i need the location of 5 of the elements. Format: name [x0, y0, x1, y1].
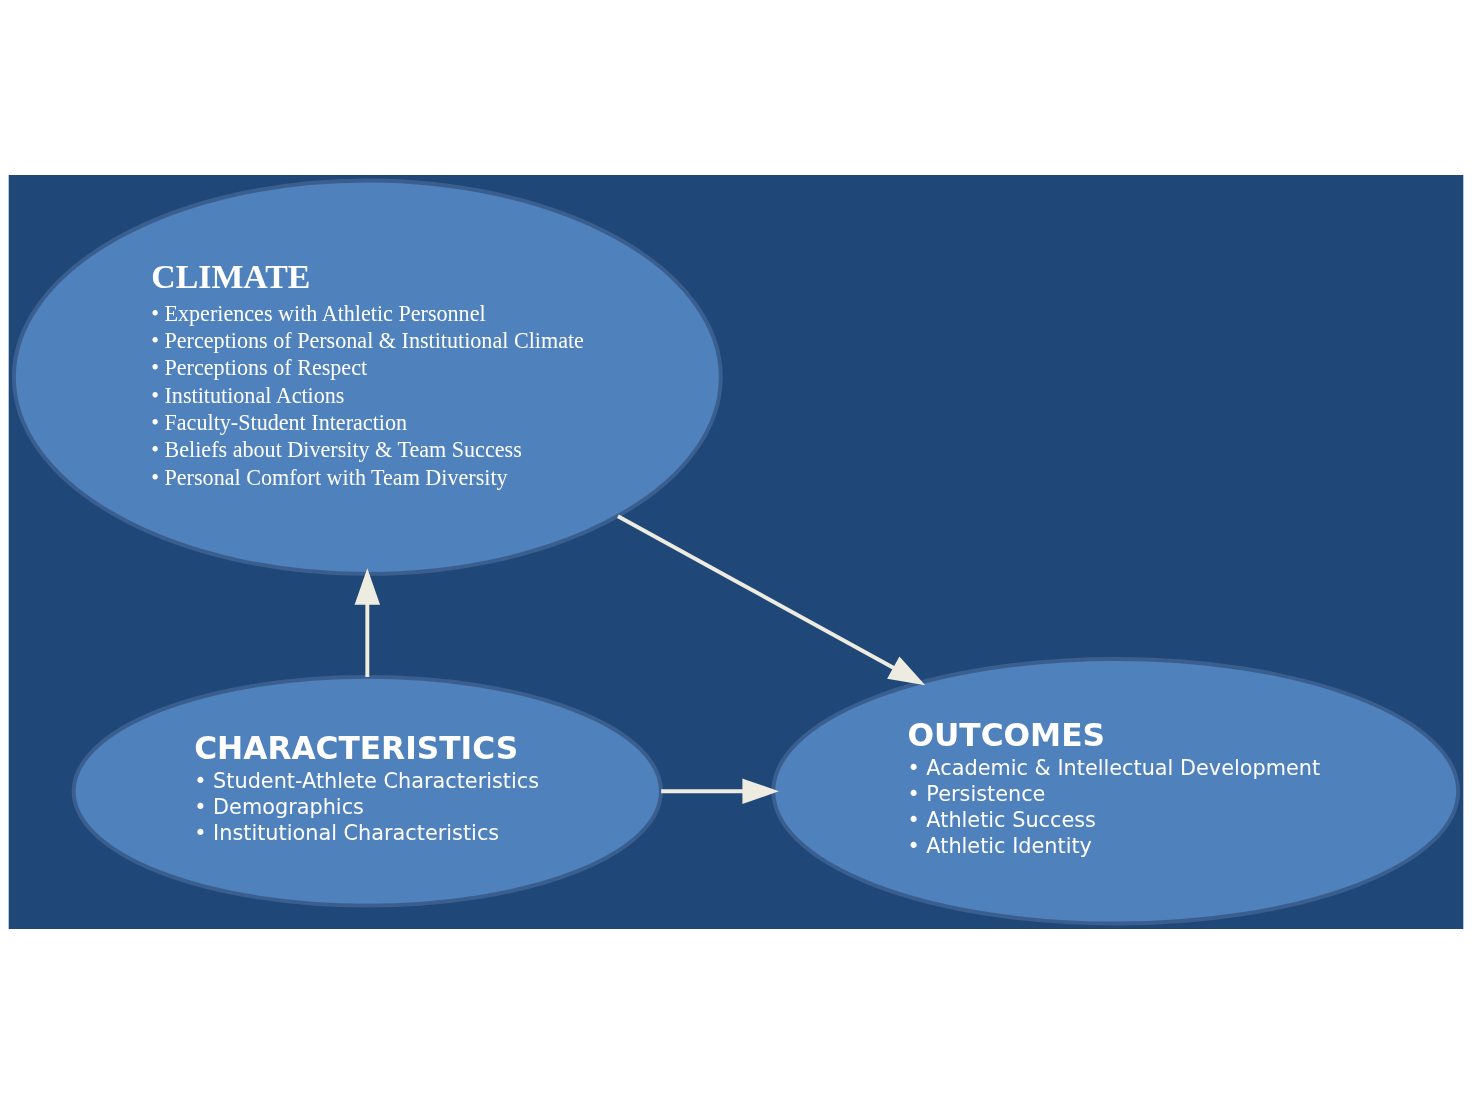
arrow: [617, 514, 926, 685]
node-ellipse: CHARACTERISTICS • Student-Athlete Characteristics • Demographics • Institutional Characteristics: [71, 674, 663, 908]
node-ellipse: CLIMATE • Experiences with Athletic Personnel • Perceptions of Personal & Institutional Climate • Perceptions of Respect • Institutional Actions • Faculty-Student Interaction • Beliefs about Diversity & Team Success • Personal Comfort with Team Diversity: [11, 178, 723, 576]
arrow: [661, 778, 779, 804]
arrow: [354, 567, 381, 677]
